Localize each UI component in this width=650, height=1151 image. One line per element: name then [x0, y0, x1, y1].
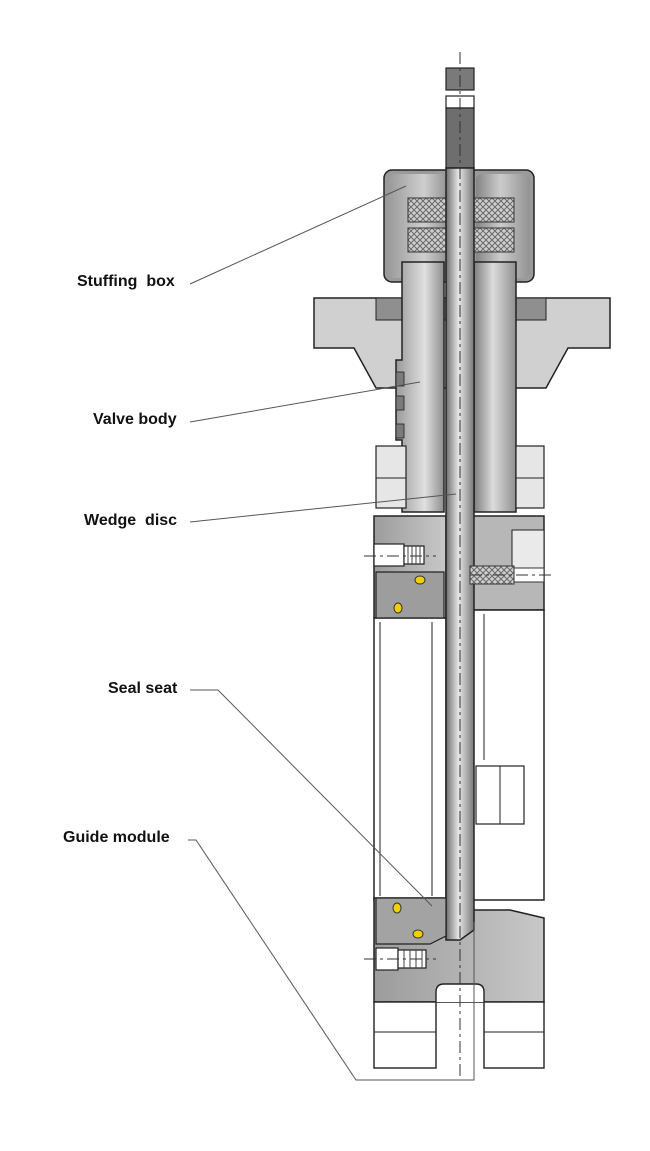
leader-lines [188, 185, 475, 1081]
leader-guide-module [188, 839, 475, 1081]
label-wedge-disc: Wedge disc [84, 512, 178, 529]
leader-seal-seat [190, 689, 433, 907]
centerlines [364, 52, 552, 1078]
label-valve-body: Valve body [93, 411, 177, 428]
label-seal-seat: Seal seat [108, 680, 178, 697]
seal-seat [375, 571, 447, 945]
guide-module [469, 565, 545, 585]
stuffing-box [383, 169, 535, 283]
leader-stuffing-box [189, 185, 407, 285]
valve-body [373, 261, 545, 1069]
label-guide-module: Guide module [63, 829, 170, 846]
leader-wedge-disc [189, 493, 457, 523]
leader-valve-body [189, 381, 421, 423]
bolt-upper [373, 543, 425, 567]
label-stuffing-box: Stuffing box [77, 273, 175, 290]
